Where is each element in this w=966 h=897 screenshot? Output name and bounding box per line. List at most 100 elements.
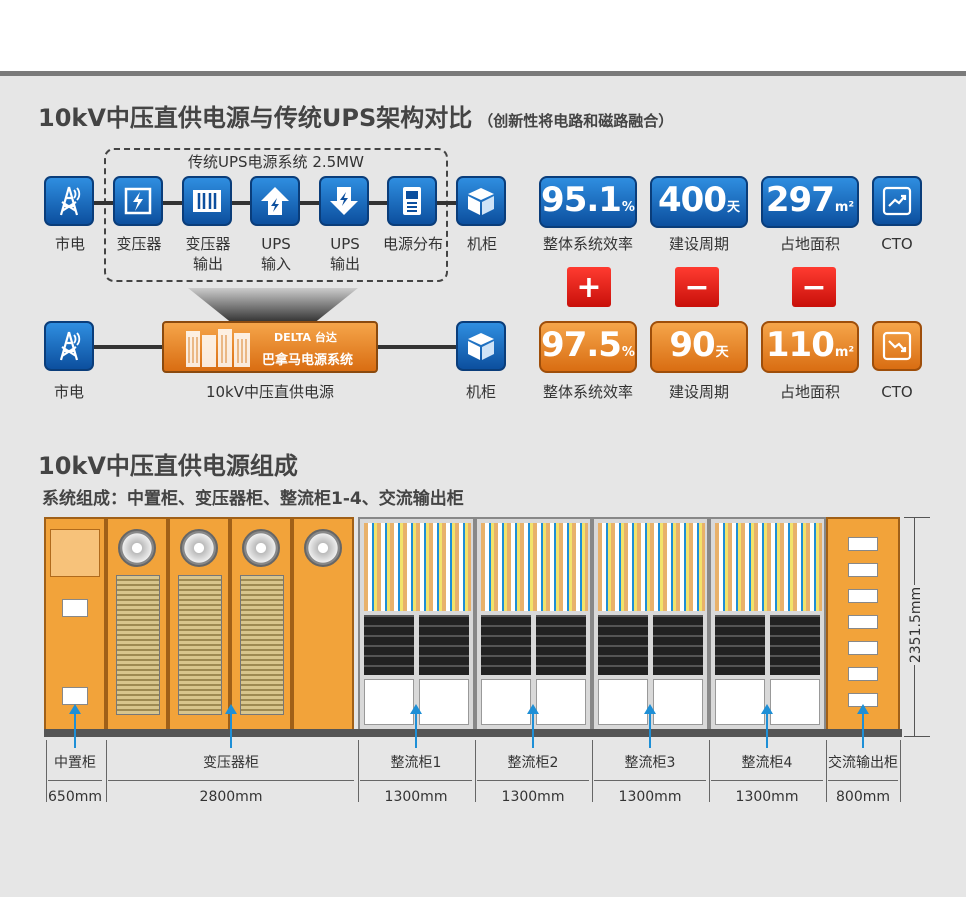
traditional-stat-label: 整体系统效率 [542,235,633,253]
dim-line [48,780,102,781]
cabinet-box-icon [456,176,506,226]
dim-line [594,780,706,781]
height-label: 2351.5mm [908,585,924,665]
breaker-array [715,523,822,611]
cabinet-box-icon [456,321,506,371]
new-target-label: 机柜 [465,383,496,401]
delta-logo: DELTA 台达 [274,331,337,344]
location-arrow [644,704,656,748]
minus-sign-icon: − [792,267,836,307]
location-arrow [527,704,539,748]
cabinet-size-label: 1300mm [501,789,565,805]
traditional-chain-label: UPS 输入 [260,235,291,273]
rectifier-module [653,615,703,675]
rectifier-panel [598,679,648,725]
dim-tick [475,740,476,802]
dim-line [711,780,823,781]
cabinet-name-label: 整流柜1 [390,755,442,771]
traditional-chain-label: 电源分布 [382,235,443,253]
medium-voltage-cabinet [44,517,106,731]
height-dim-top [904,517,930,518]
rectifier-cabinet [358,517,475,731]
fan-icon [242,529,280,567]
fan-icon [304,529,342,567]
traditional-stat-label: 建设周期 [668,235,729,253]
breaker-array [364,523,471,611]
output-breaker [848,641,878,655]
rectifier-panel [715,679,765,725]
transformer-coil [240,575,284,715]
dim-tick [900,740,901,802]
traditional-chain-label: UPS 输出 [329,235,360,273]
rack-illustration-icon [186,329,250,367]
power-tower-icon [44,176,94,226]
cabinet-size-label: 800mm [836,789,890,805]
output-breaker [848,667,878,681]
rectifier-panel [653,679,703,725]
rectifier-panel [419,679,469,725]
rectifier-cabinet [475,517,592,731]
ac-output-cabinet [826,517,900,731]
location-arrow [410,704,422,748]
rectifier-cabinet [709,517,826,731]
transformer-coil [116,575,160,715]
trend-up-icon [872,176,922,226]
new-cto-label: CTO [881,383,913,401]
ups-output-icon [319,176,369,226]
rectifier-panel [770,679,820,725]
cabinet-name-label: 变压器柜 [203,755,259,771]
location-arrow [69,704,81,748]
dim-line [108,780,354,781]
rectifier-panel [536,679,586,725]
traditional-group-label: 传统UPS电源系统 2.5MW [188,153,364,171]
transformer-icon [113,176,163,226]
breaker-array [481,523,588,611]
product-caption: 10kV中压直供电源 [205,383,335,401]
transformer-cabinet [292,517,354,731]
cabinet-name-label: 整流柜3 [624,755,676,771]
traditional-chain-label: 变压器 输出 [185,235,231,273]
cabinet-size-label: 2800mm [199,789,263,805]
dim-tick [46,740,47,802]
cabinet-size-label: 650mm [48,789,102,805]
output-breaker [848,563,878,577]
fan-icon [180,529,218,567]
location-arrow [761,704,773,748]
ups-input-icon [250,176,300,226]
top-divider [0,71,966,76]
traditional-chain-label: 机柜 [466,235,497,253]
page-subtitle: （创新性将电路和磁路融合） [478,112,674,130]
mv-control-panel [50,529,100,577]
traditional-stat-value: 95.1% [539,176,637,228]
rectifier-module [770,615,820,675]
traditional-stat-label: 占地面积 [779,235,840,253]
rectifier-module [481,615,531,675]
minus-sign-icon: − [675,267,719,307]
power-tower-icon [44,321,94,371]
dim-tick [826,740,827,802]
cabinet-name-label: 交流输出柜 [828,755,898,771]
traditional-cto-label: CTO [881,235,913,253]
panama-power-system: DELTA 台达 巴拿马电源系统 [162,321,378,373]
new-source-label: 市电 [53,383,84,401]
transformer-cabinet [168,517,230,731]
location-arrow [857,704,869,748]
traditional-chain-label: 市电 [54,235,85,253]
breaker-array [598,523,705,611]
cabinet-size-label: 1300mm [735,789,799,805]
rectifier-module [598,615,648,675]
cabinet-name-label: 整流柜2 [507,755,559,771]
new-stat-label: 占地面积 [779,383,840,401]
new-stat-value: 97.5% [539,321,637,373]
cabinet-size-label: 1300mm [384,789,448,805]
rectifier-panel [481,679,531,725]
power-distribution-icon [387,176,437,226]
rectifier-module [536,615,586,675]
rectifier-cabinet [592,517,709,731]
fan-icon [118,529,156,567]
output-breaker [848,615,878,629]
location-arrow [225,704,237,748]
